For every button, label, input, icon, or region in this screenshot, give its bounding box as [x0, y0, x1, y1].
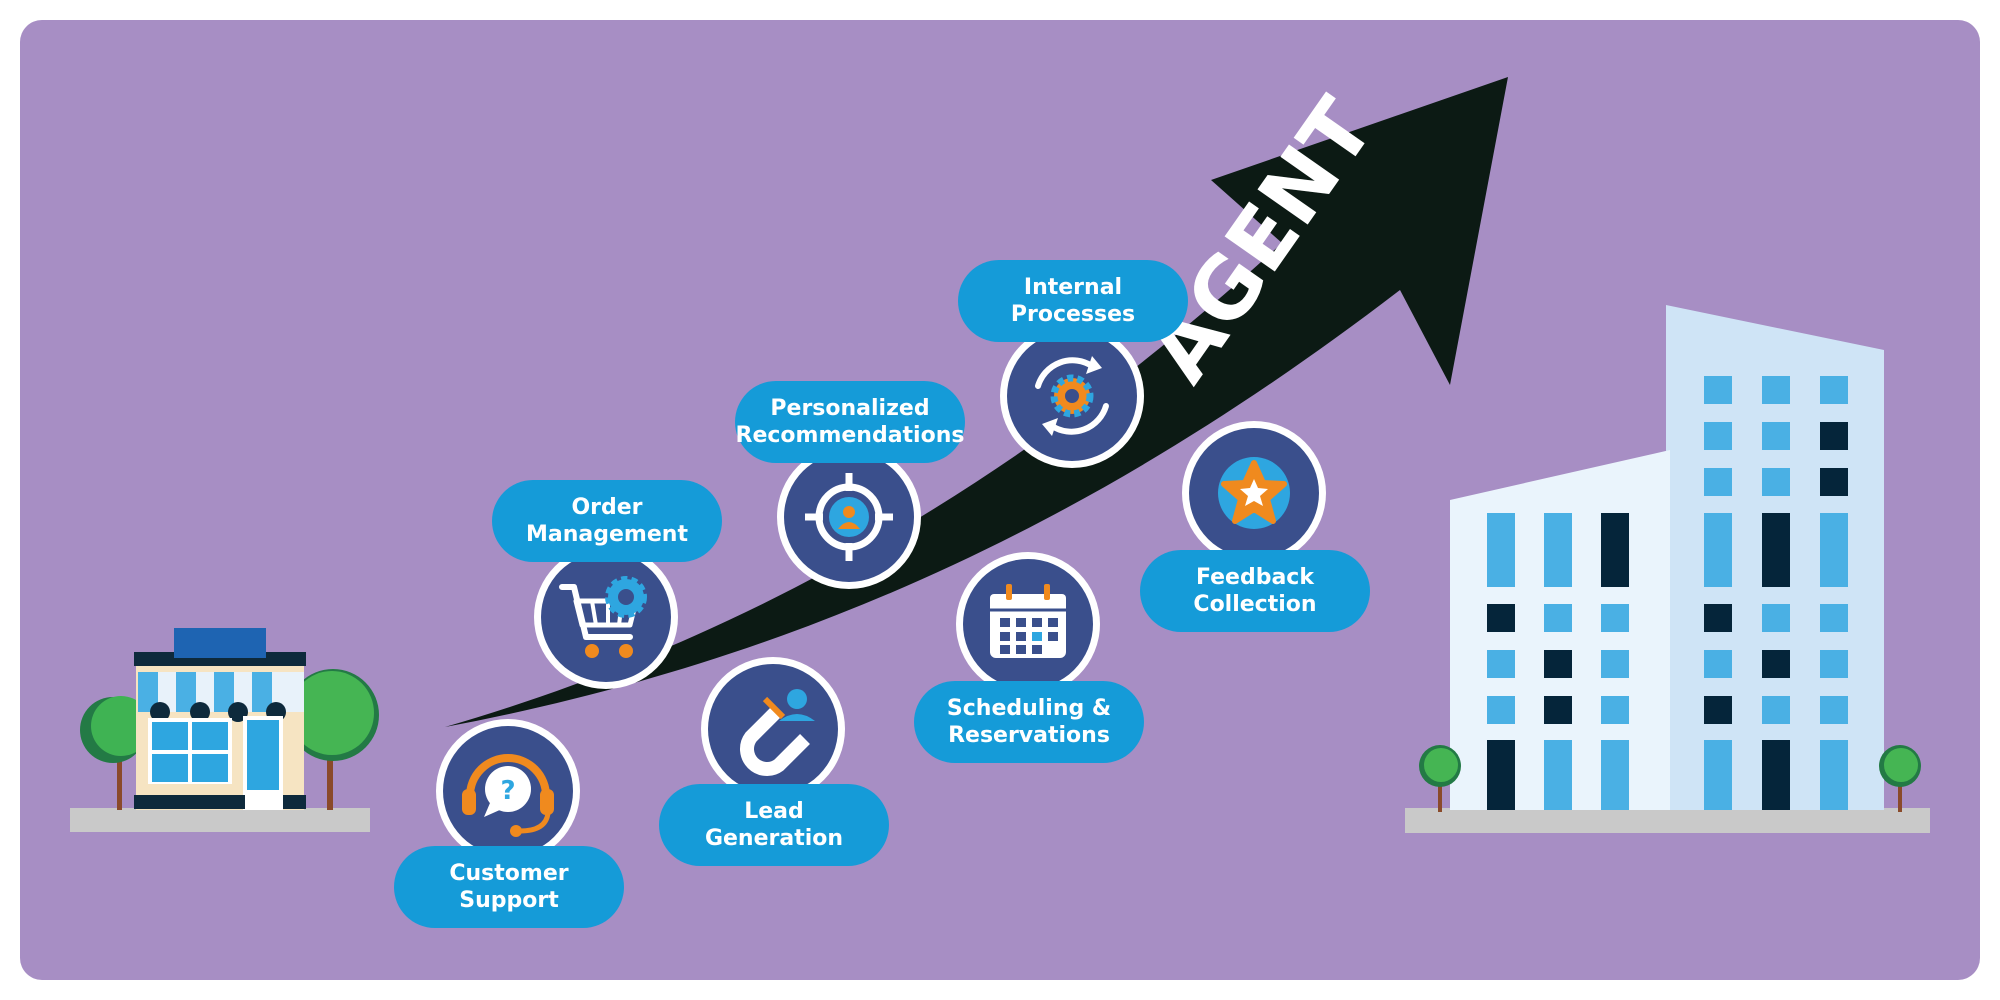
cart-gear-icon: [559, 576, 647, 658]
svg-text:?: ?: [500, 776, 515, 806]
label-scheduling-reservations: Scheduling & Reservations: [914, 681, 1144, 763]
gear-cycle-icon: [1035, 356, 1109, 436]
label-customer-support: Customer Support: [394, 846, 624, 928]
diagram-scene: AGENT: [70, 77, 1930, 863]
node-order-management: [534, 545, 678, 689]
label-personalized-recommendations: Personalized Recommendations: [735, 381, 965, 463]
magnet-user-icon: [740, 689, 815, 776]
node-personalized-recommendations: [777, 445, 921, 589]
label-feedback-collection: Feedback Collection: [1140, 550, 1370, 632]
calendar-icon: [990, 584, 1066, 658]
node-internal-processes: [1000, 324, 1144, 468]
label-lead-generation: Lead Generation: [659, 784, 889, 866]
node-scheduling-reservations: [956, 552, 1100, 696]
small-shop-icon: [70, 628, 379, 832]
target-user-icon: [805, 473, 893, 561]
node-customer-support: ?: [436, 719, 580, 863]
office-buildings-icon: [1405, 305, 1930, 833]
node-lead-generation: [701, 657, 845, 801]
label-internal-processes: Internal Processes: [958, 260, 1188, 342]
headset-question-icon: ?: [462, 754, 554, 837]
arrow-body: [445, 77, 1508, 727]
diagram-panel: AGENT: [20, 20, 1980, 980]
node-feedback-collection: [1182, 421, 1326, 565]
star-badge-icon: [1218, 457, 1290, 529]
label-order-management: Order Management: [492, 480, 722, 562]
